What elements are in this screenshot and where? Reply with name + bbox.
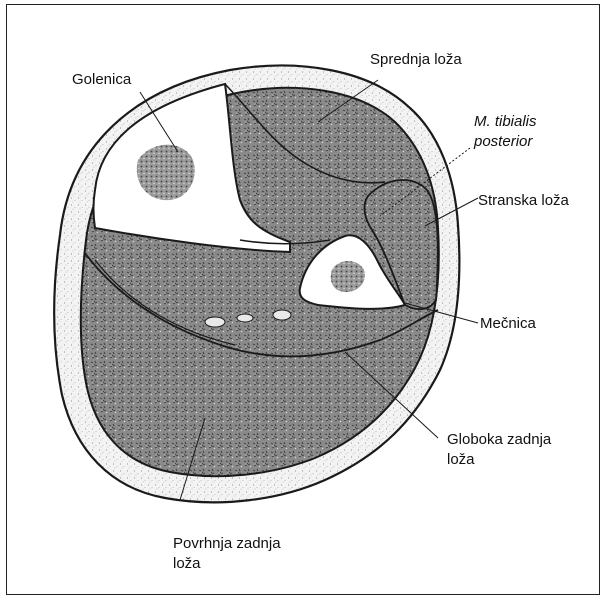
label-tibialis-line2: posterior (473, 133, 533, 150)
vessel-detail (237, 314, 253, 322)
label-tibialis-line1: M. tibialis (474, 113, 537, 130)
label-sprednja-loza: Sprednja loža (370, 51, 462, 68)
label-mecnica: Mečnica (480, 315, 537, 332)
label-stranska-loza: Stranska loža (478, 192, 570, 209)
label-povrhnja-line1: Povrhnja zadnja (173, 535, 281, 552)
label-golenica: Golenica (72, 71, 132, 88)
label-globoka-line1: Globoka zadnja (447, 431, 552, 448)
label-globoka-line2: loža (447, 451, 475, 468)
vessel-detail (205, 317, 225, 327)
vessel-detail (273, 310, 291, 320)
label-povrhnja-line2: loža (173, 555, 201, 572)
